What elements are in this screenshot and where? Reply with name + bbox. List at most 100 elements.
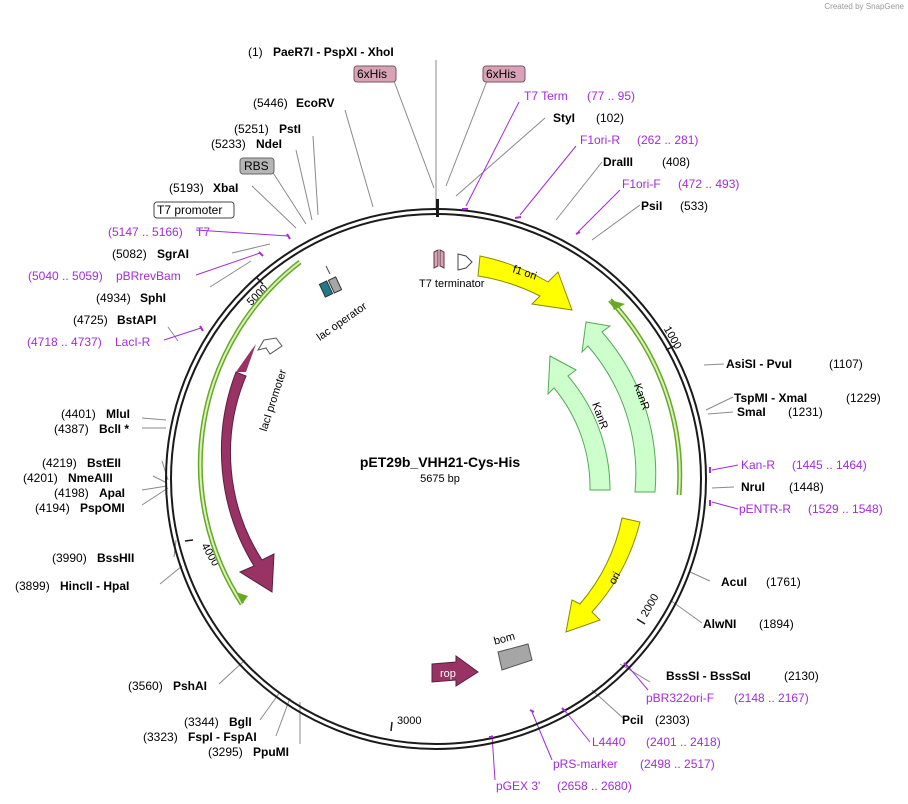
site-apai[interactable]: ApaI — [99, 486, 125, 500]
primer-t7-term[interactable]: T7 Term — [524, 89, 568, 103]
site-psii[interactable]: PsiI — [641, 199, 662, 213]
site-styi[interactable]: StyI — [553, 111, 575, 125]
site-smai[interactable]: SmaI — [737, 405, 766, 419]
his-box-2 — [482, 65, 526, 83]
f1-ori-feature[interactable] — [477, 255, 573, 311]
site-acui-pos: (1761) — [766, 575, 801, 589]
site-bgli[interactable]: BglI — [229, 715, 252, 729]
primer-prs-marker[interactable]: pRS-marker — [553, 757, 618, 771]
rbs-box — [239, 157, 275, 175]
site-bsshii-pos: (3990) — [52, 551, 87, 565]
site-xbai[interactable]: XbaI — [213, 181, 238, 195]
primer-f1ori-f[interactable]: F1ori-F — [622, 177, 661, 191]
site-nmeaiii-pos: (4201) — [23, 471, 58, 485]
primer-t7[interactable]: T7 — [196, 225, 210, 239]
site-tspmi[interactable]: TspMI - XmaI — [734, 391, 807, 405]
site-sphi[interactable]: SphI — [140, 291, 166, 305]
site-bsteii[interactable]: BstEII — [87, 456, 121, 470]
site-ndei[interactable]: NdeI — [256, 137, 282, 151]
site-ecorv[interactable]: EcoRV — [296, 96, 334, 110]
kanr-inner-feature[interactable] — [547, 355, 611, 491]
primer-pbrrevbam-pos: (5040 .. 5059) — [28, 269, 103, 283]
site-asisi[interactable]: AsiSI - PvuI — [726, 357, 792, 371]
site-sgrai[interactable]: SgrAI — [157, 247, 189, 261]
site-nrui[interactable]: NruI — [741, 480, 765, 494]
laci-promoter-feature[interactable] — [256, 337, 283, 355]
rop-feature[interactable] — [431, 655, 479, 687]
site-bcli[interactable]: BclI * — [99, 422, 129, 436]
ori-feature[interactable] — [565, 517, 641, 633]
site-psii-pos: (533) — [680, 199, 708, 213]
primer-l4440[interactable]: L4440 — [592, 735, 626, 749]
site-asisi-pos: (1107) — [829, 357, 863, 371]
primer-kan-r[interactable]: Kan-R — [741, 458, 775, 472]
primer-t7-pos: (5147 .. 5166) — [108, 225, 183, 239]
site-acui[interactable]: AcuI — [721, 575, 747, 589]
site-psti[interactable]: PstI — [279, 122, 301, 136]
primer-prs-marker-pos: (2498 .. 2517) — [640, 757, 715, 771]
lac-operator-label: lac operator — [315, 300, 370, 343]
kanr-outer-feature[interactable] — [581, 321, 657, 493]
site-psti-pos: (5251) — [234, 122, 269, 136]
site-hincii[interactable]: HincII - HpaI — [60, 579, 129, 593]
left-primers: (5147 .. 5166) T7 (5040 .. 5059) pBRrevB… — [27, 225, 210, 349]
primer-f1ori-r-pos: (262 .. 281) — [637, 133, 698, 147]
site-sgrai-pos: (5082) — [112, 247, 147, 261]
bp-ticks — [184, 277, 675, 732]
primer-t7-term-pos: (77 .. 95) — [587, 89, 635, 103]
site-nmeaiii[interactable]: NmeAIII — [68, 471, 113, 485]
his-mark-2 — [439, 249, 445, 269]
t7-terminator-feature[interactable] — [457, 253, 473, 271]
primer-f1ori-r[interactable]: F1ori-R — [580, 133, 620, 147]
lac-operator-feature[interactable] — [318, 280, 334, 298]
lac-operator-tick — [325, 265, 331, 275]
rop-label: rop — [440, 668, 456, 680]
site-mlui[interactable]: MluI — [106, 407, 130, 421]
site-bsshii[interactable]: BssHII — [97, 551, 134, 565]
site-draiii-pos: (408) — [662, 155, 690, 169]
kan-promoter-arc-inner — [609, 299, 681, 496]
primer-pbrrevbam[interactable]: pBRrevBam — [116, 269, 181, 283]
site-bstapi[interactable]: BstAPI — [117, 313, 156, 327]
site-ndei-pos: (5233) — [211, 137, 246, 151]
site-sphi-pos: (4934) — [96, 291, 131, 305]
rbs-label: RBS — [244, 159, 269, 173]
laci-label: lacI — [235, 462, 247, 479]
laci-promoter-arc-inner — [199, 261, 301, 605]
primer-f1ori-f-pos: (472 .. 493) — [678, 177, 739, 191]
t7-promoter-label: T7 promoter — [157, 203, 222, 217]
his-label-1: 6xHis — [357, 67, 387, 81]
site-bgli-pos: (3344) — [184, 715, 219, 729]
laci-feature[interactable] — [220, 371, 275, 593]
right-primers: T7 Term (77 .. 95) F1ori-R (262 .. 281) … — [496, 89, 883, 793]
left-sites: (5446) EcoRV (5251) PstI (5233) NdeI (51… — [15, 96, 334, 759]
site-pshai[interactable]: PshAI — [173, 679, 207, 693]
primer-pgex3-pos: (2658 .. 2680) — [557, 779, 632, 793]
laci-promoter-arrowhead — [236, 592, 248, 604]
primer-pentr-r-pos: (1529 .. 1548) — [808, 502, 883, 516]
primer-pbr322ori-f[interactable]: pBR322ori-F — [646, 691, 714, 705]
site-alwni-pos: (1894) — [759, 617, 794, 631]
his-label-2: 6xHis — [486, 67, 516, 81]
right-sites: StyI (102) DraIII (408) PsiI (533) AsiSI… — [553, 111, 881, 727]
site-ppumi[interactable]: PpuMI — [253, 745, 289, 759]
site-draiii[interactable]: DraIII — [603, 155, 633, 169]
bom-feature[interactable] — [497, 643, 533, 671]
site-fspi[interactable]: FspI - FspAI — [188, 730, 257, 744]
site-alwni[interactable]: AlwNI — [703, 617, 736, 631]
primer-pbr322ori-f-pos: (2148 .. 2167) — [734, 691, 809, 705]
site-xbai-pos: (5193) — [169, 181, 204, 195]
site-ppumi-pos: (3295) — [208, 745, 243, 759]
primer-leaders — [163, 101, 739, 781]
site-bsssi[interactable]: BssSI - BssSαI — [666, 669, 751, 683]
kan-promoter-arrowhead — [610, 300, 625, 310]
site-pspomi[interactable]: PspOMI — [80, 501, 125, 515]
primer-laci-r[interactable]: LacI-R — [115, 335, 151, 349]
site-pcii[interactable]: PciI — [622, 713, 643, 727]
t7-promoter-box — [153, 201, 235, 219]
site-pcii-pos: (2303) — [655, 713, 690, 727]
site-pspomi-pos: (4194) — [35, 501, 70, 515]
primer-pgex3[interactable]: pGEX 3' — [496, 779, 540, 793]
his-mark-1 — [433, 249, 439, 269]
primer-pentr-r[interactable]: pENTR-R — [739, 502, 791, 516]
